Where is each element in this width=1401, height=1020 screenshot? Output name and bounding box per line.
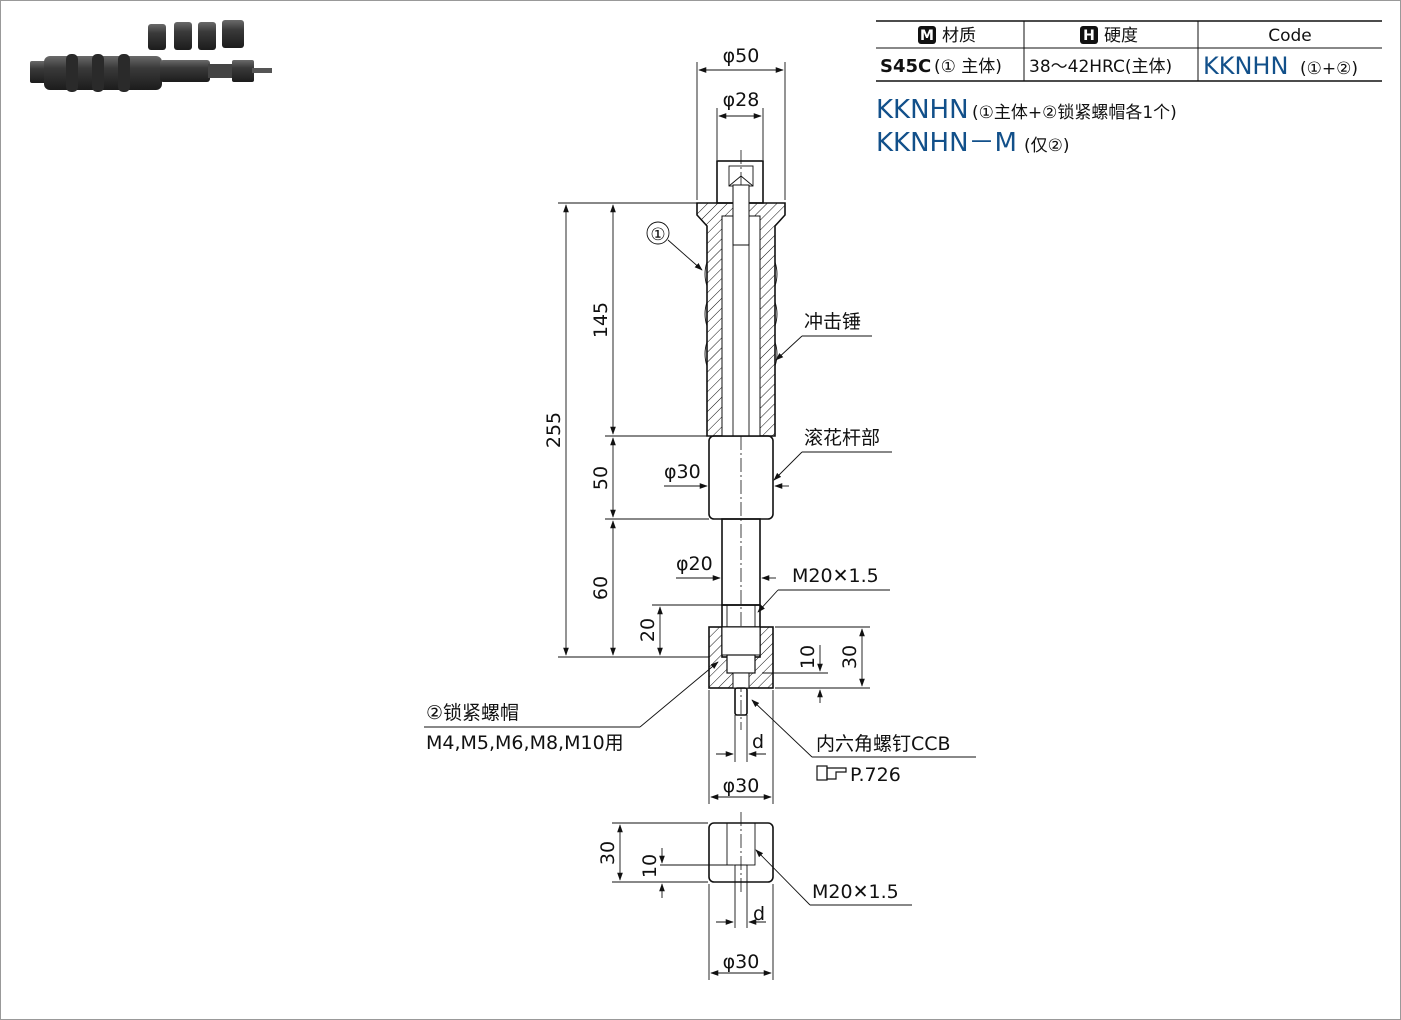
- code-line-2: KKNHN－M: [876, 128, 1017, 158]
- dim-d-1: d: [752, 731, 764, 753]
- left-dimensions: 255 145 50 60 20: [543, 202, 722, 658]
- nut-below-dimensions: d φ30: [708, 690, 774, 804]
- labels: ① 冲击锤 滚花杆部 M20✕1.5 ②锁紧螺帽 M4,M5,M6,M8,M10…: [424, 221, 976, 786]
- label-nut-title: ②锁紧螺帽: [426, 702, 519, 724]
- dim-nut-30: 30: [839, 645, 861, 669]
- svg-text:H: H: [1083, 28, 1095, 44]
- spec-table: M 材质 H 硬度 Code S45C (① 主体) 38～42HRC(主体) …: [876, 20, 1382, 82]
- dim-20: 20: [637, 618, 659, 642]
- label-nut-sizes: M4,M5,M6,M8,M10用: [426, 732, 624, 754]
- dim-50: 50: [590, 466, 612, 490]
- dim-d50: φ50: [723, 45, 760, 67]
- dim-d-2: d: [753, 903, 765, 925]
- top-dimensions: φ50 φ28: [696, 45, 786, 200]
- part-1-marker: ①: [650, 225, 665, 245]
- dim-nut2-30: 30: [597, 841, 619, 865]
- assembly-drawing: [696, 150, 786, 730]
- label-screw: 内六角螺钉CCB: [816, 733, 951, 755]
- svg-text:M: M: [920, 28, 934, 44]
- label-thread-2: M20✕1.5: [812, 881, 899, 903]
- code-value: KKNHN: [1203, 52, 1288, 80]
- material-note: (① 主体): [934, 57, 1002, 77]
- lock-nut-detail: 30 10 d φ30 M20✕1.5: [597, 812, 912, 980]
- dim-d30-knurl: φ30: [664, 461, 701, 483]
- middle-dimensions: φ30 φ20: [664, 461, 789, 581]
- code-line-1-note: (①主体+②锁紧螺帽各1个): [972, 103, 1177, 123]
- nut-right-dimensions: 30 10: [762, 626, 870, 703]
- material-value: S45C: [880, 56, 931, 77]
- code-note: (①+②): [1300, 59, 1358, 79]
- hardness-badge-icon: H: [1080, 26, 1098, 44]
- dim-nut-10: 10: [797, 645, 819, 669]
- code-line-2-note: (仅②): [1024, 136, 1070, 156]
- material-badge-icon: M: [918, 26, 936, 44]
- dim-d30-nut: φ30: [723, 775, 760, 797]
- dim-d28: φ28: [723, 89, 760, 111]
- label-thread-1: M20✕1.5: [792, 565, 879, 587]
- label-knurl: 滚花杆部: [804, 427, 880, 449]
- label-hammer: 冲击锤: [804, 311, 861, 333]
- hardness-value: 38～42HRC(主体): [1029, 57, 1172, 77]
- dim-60: 60: [590, 576, 612, 600]
- material-header: 材质: [942, 26, 976, 46]
- dim-255: 255: [543, 412, 565, 448]
- product-photo: [30, 20, 272, 92]
- label-page-ref: P.726: [850, 764, 901, 786]
- code-line-1: KKNHN: [876, 95, 969, 125]
- dim-d30-nut2: φ30: [723, 951, 760, 973]
- code-header: Code: [1268, 26, 1312, 46]
- dim-d20: φ20: [676, 553, 713, 575]
- hardness-header: 硬度: [1104, 26, 1138, 46]
- pointing-hand-icon: [816, 765, 847, 781]
- dim-145: 145: [590, 302, 612, 338]
- dim-nut2-10: 10: [639, 854, 661, 878]
